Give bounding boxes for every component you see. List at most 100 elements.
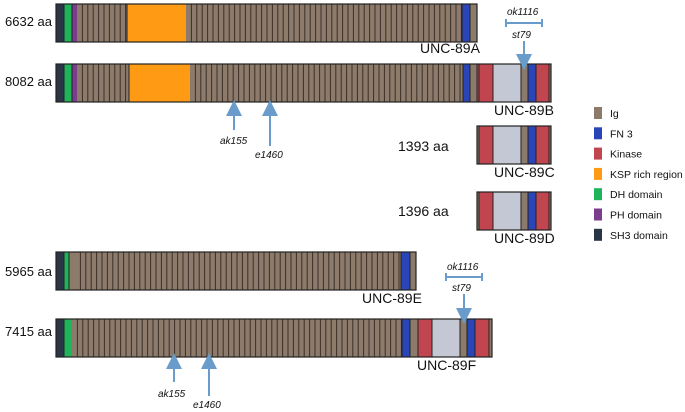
isoform-bars [55,3,552,358]
domain-ig-2-3 [521,126,528,164]
domain-ig-1-14 [549,64,551,102]
domain-ig-0-3 [77,4,127,42]
isoform-bar-outline-4 [55,251,417,291]
domain-dh-5-1 [64,319,72,357]
domain-fn3-5-3 [402,319,410,357]
domain-dh-4-1 [64,252,69,290]
domain-kinase-5-9 [475,319,489,357]
e1460-label-bottom: e1460 [193,400,221,411]
domain-ig-3-3 [521,192,528,230]
length-label-f: 7415 aa [5,324,53,339]
domain-ig-1-11 [521,64,528,102]
domain-ph-0-2 [72,4,77,42]
domain-dh-1-1 [64,64,72,102]
domain-sh3-1-0 [56,64,64,102]
domain-fn3-0-6 [462,4,470,42]
domain-ig-0-5 [186,4,462,42]
domain-kinase-3-1 [479,192,493,230]
domain-ig-1-7 [470,64,477,102]
ig-repeat-dividers-1-5 [194,64,461,102]
length-label-c: 1393 aa [398,138,449,154]
domain-ig-5-10 [489,319,492,357]
domain-kinase-1-13 [536,64,549,102]
domain-linker-1-10 [493,64,521,102]
domain-kinase-2-5 [536,126,549,164]
deletion-marker-lower [445,273,483,281]
domain-fn3-1-12 [528,64,536,102]
deletion-marker-top [505,19,543,27]
domain-ig-3-6 [549,192,551,230]
domain-ig-4-2 [69,252,75,290]
domain-linker-5-6 [432,319,460,357]
ig-repeat-dividers-1-3 [81,64,127,102]
domain-ig-1-3 [77,64,129,102]
legend-swatch-ig [594,107,602,119]
domain-ig-2-0 [477,126,479,164]
isoform-bar-outline-3 [476,191,552,231]
point-label-lower: st79 [452,283,471,294]
domain-ig-3-0 [477,192,479,230]
domain-sh3-4-0 [56,252,64,290]
domain-ig-1-5 [190,64,463,102]
isoform-bar-outline-2 [476,125,552,165]
legend-label-kinase: Kinase [610,149,642,161]
ig-repeat-dividers-0-5 [190,4,462,42]
deletion-label-top: ok1116 [507,7,539,18]
ak155-label-mid: ak155 [220,136,248,147]
ig-repeat-dividers-4-3 [79,252,400,290]
ig-repeat-dividers-5-2 [76,319,402,357]
domain-linker-3-2 [493,192,521,230]
isoform-name-f: UNC-89F [417,357,476,373]
isoform-name-e: UNC-89E [362,290,422,306]
domain-ig-2-6 [549,126,551,164]
legend-swatch-dh [594,188,602,201]
isoform-name-c: UNC-89C [494,164,555,180]
length-label-a: 6632 aa [5,14,53,29]
domain-kinase-5-5 [418,319,432,357]
legend-label-ph: PH domain [610,210,662,222]
domain-ig-0-7 [470,4,477,42]
domain-fn3-1-6 [463,64,470,102]
legend-swatch-fn3 [594,127,602,140]
domain-ig-4-5 [410,252,416,290]
domain-ph-1-2 [72,64,77,102]
ak155-label-bottom: ak155 [158,389,186,400]
deletion-label-lower: ok1116 [447,262,479,273]
domain-ig-5-4 [410,319,418,357]
legend-label-sh3: SH3 domain [610,230,668,242]
isoform-bar-outline-1 [55,63,552,103]
domain-ksp-0-4 [127,4,186,42]
isoform-bar-outline-5 [55,318,493,358]
legend-swatch-sh3 [594,228,602,241]
length-label-d: 1396 aa [398,203,449,219]
isoform-name-a: UNC-89A [420,40,481,56]
domain-sh3-5-0 [56,319,64,357]
isoform-name-b: UNC-89B [494,102,554,118]
legend-swatch-kinase [594,147,602,160]
domain-fn3-5-8 [467,319,475,357]
domain-kinase-1-8 [477,64,479,102]
domain-fn3-2-4 [528,126,536,164]
legend-swatch-ph [594,208,602,221]
legend-label-fn3: FN 3 [610,128,633,140]
domain-linker-2-2 [493,126,521,164]
domain-fn3-4-4 [401,252,410,290]
domain-kinase-2-1 [479,126,493,164]
domain-ig-5-7 [460,319,467,357]
legend-label-ig: Ig [610,108,619,120]
legend-swatch-ksp [594,167,602,180]
legend-label-dh: DH domain [610,189,663,201]
isoform-bar-outline-0 [55,3,478,43]
domain-dh-0-1 [64,4,72,42]
isoform-name-d: UNC-89D [494,230,555,246]
length-label-e: 5965 aa [5,264,53,279]
point-label-top: st79 [512,30,531,41]
domain-fn3-3-4 [528,192,536,230]
ig-repeat-dividers-0-3 [81,4,127,42]
legend-label-ksp: KSP rich region [610,169,683,181]
domain-sh3-0-0 [56,4,64,42]
e1460-label-mid: e1460 [255,150,283,161]
domain-kinase-3-5 [536,192,549,230]
